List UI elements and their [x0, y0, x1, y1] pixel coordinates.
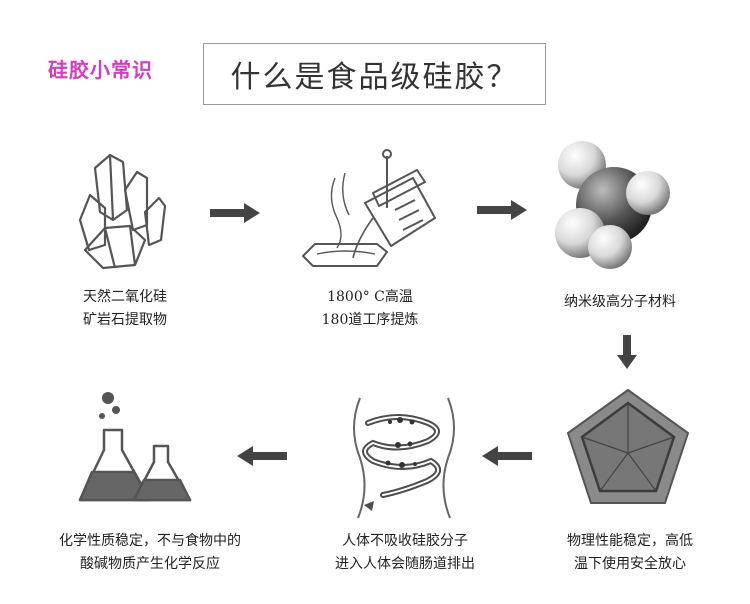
step-caption-4: 物理性能稳定，高低 温下使用安全放心	[540, 530, 720, 576]
topic-tag: 硅胶小常识	[48, 58, 153, 82]
caption-line: 纳米级高分子材料	[564, 294, 676, 310]
step-caption-2: 1800° C高温 180道工序提炼	[295, 286, 445, 332]
caption-line: 化学性质稳定，不与食物中的	[59, 533, 241, 549]
furnace-icon	[302, 149, 436, 267]
flask-icon	[78, 392, 192, 502]
crystal-icon	[78, 153, 167, 270]
caption-line: 酸碱物质产生化学反应	[80, 556, 220, 572]
intestine-icon	[353, 397, 455, 519]
caption-line: 人体不吸收硅胶分子	[342, 533, 468, 549]
caption-line: 温下使用安全放心	[574, 556, 686, 572]
arrow-right-icon	[210, 203, 260, 223]
arrow-left-icon	[482, 446, 532, 466]
page-title: 什么是食品级硅胶？	[203, 43, 546, 105]
pentagon-icon	[566, 388, 690, 504]
caption-line: 天然二氧化硅	[83, 289, 167, 305]
step-caption-5: 人体不吸收硅胶分子 进入人体会随肠道排出	[310, 530, 500, 576]
caption-line: 物理性能稳定，高低	[567, 533, 693, 549]
arrow-left-icon	[237, 446, 287, 466]
step-caption-1: 天然二氧化硅 矿岩石提取物	[50, 286, 200, 332]
step-caption-6: 化学性质稳定，不与食物中的 酸碱物质产生化学反应	[25, 530, 275, 576]
molecule-icon	[555, 141, 670, 269]
arrow-right-icon	[477, 200, 527, 220]
caption-line: 矿岩石提取物	[83, 312, 167, 328]
arrow-down-icon	[617, 335, 637, 369]
caption-line: 进入人体会随肠道排出	[335, 556, 475, 572]
caption-line: 1800° C高温	[327, 289, 413, 305]
caption-line: 180道工序提炼	[321, 312, 419, 328]
step-caption-3: 纳米级高分子材料	[535, 291, 705, 314]
